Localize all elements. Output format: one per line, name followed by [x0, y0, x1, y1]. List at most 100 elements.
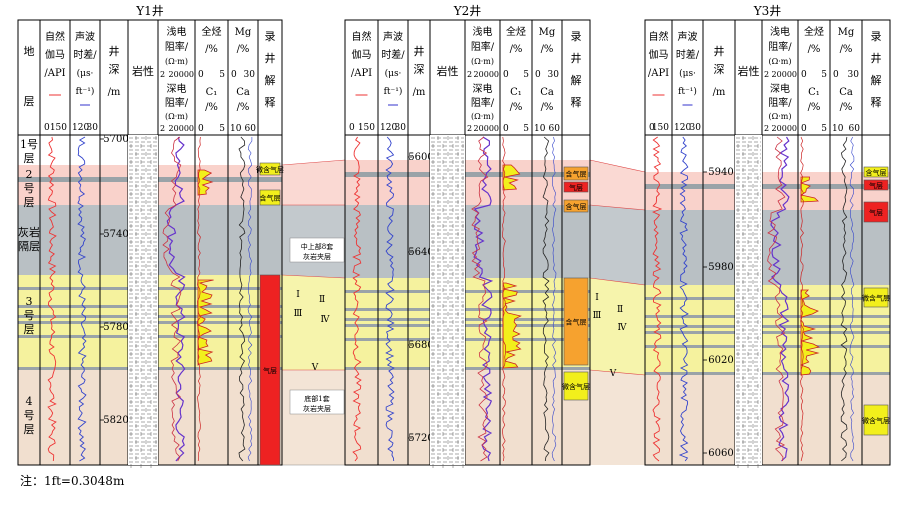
depth-tick: 5720 [408, 433, 433, 444]
depth-tick: 5820 [103, 415, 128, 426]
depth-tick: 6020 [708, 355, 733, 366]
annotation-box [289, 237, 345, 263]
scale-label: 150 [50, 123, 67, 133]
scale-label: 0 [198, 70, 204, 80]
header-mg: /% [840, 44, 853, 55]
layer-roman: Ⅴ [609, 369, 617, 379]
interp-label: 含气层 [260, 194, 281, 203]
annotation-box [289, 389, 345, 415]
correlation-line [281, 274, 346, 279]
zone-band [345, 370, 590, 465]
header-gr: 自然 [352, 30, 372, 43]
header-depth: /m [413, 87, 426, 98]
interp-box [259, 274, 281, 466]
header-ac: ft⁻¹) [384, 86, 403, 97]
interp-box [863, 404, 889, 436]
gr-curve [352, 136, 362, 462]
scale-label: 20000 [772, 70, 797, 79]
interp-label: 含气层 [866, 168, 887, 177]
scale-label: 0 [535, 70, 541, 80]
scale-label: 0 [649, 123, 655, 133]
header-depth: 井 [414, 44, 425, 58]
header-ac: 时差/ [381, 48, 405, 61]
interp-box [563, 166, 589, 181]
header-strata: 层 [24, 95, 35, 108]
header-gas: /% [808, 102, 821, 113]
scale-label: 30 [848, 70, 860, 80]
header-interp: 释 [265, 96, 276, 109]
scale-label: 0 [801, 70, 807, 80]
header-interp: 解 [571, 73, 582, 87]
scale-label: 20000 [474, 70, 499, 79]
header-ac: (μs· [679, 68, 696, 79]
interp-box [863, 179, 889, 191]
header-interp: 井 [871, 51, 882, 65]
header-res: 深电 [770, 82, 790, 95]
header-mg: Mg [539, 27, 556, 38]
correlation-band [590, 370, 645, 465]
header-depth: 井 [714, 44, 725, 58]
well-title: Y1井 [135, 4, 164, 18]
header-res: (Ω·m) [768, 57, 791, 66]
scale-label: 2 [160, 70, 165, 79]
header-res: (Ω·m) [471, 112, 494, 121]
header-res: (Ω·m) [471, 57, 494, 66]
lith-bg [735, 135, 762, 465]
interp-label: 微含气层 [862, 416, 890, 425]
scale-label: 0 [503, 124, 509, 134]
strata-label: 4 [26, 395, 33, 408]
scale-label: 5 [821, 124, 827, 134]
header-interp: 解 [871, 73, 882, 87]
header-gas: /% [205, 102, 218, 113]
well-3-bands [645, 135, 890, 465]
lith-bg [430, 135, 465, 465]
ac-curve [77, 136, 87, 462]
header-lith: 岩性 [738, 64, 760, 78]
c1-curve [502, 136, 506, 462]
header-interp: 井 [265, 51, 276, 65]
header-gas: /% [205, 44, 218, 55]
limestone-stripe [345, 338, 590, 341]
strata-label: 号 [24, 409, 35, 422]
limestone-stripe [345, 318, 590, 321]
header-ac: ft⁻¹) [678, 86, 697, 97]
zone-band [645, 172, 890, 210]
header-res: 深电 [167, 82, 187, 95]
interp-box [863, 166, 889, 178]
interp-label: 含气层 [566, 318, 587, 327]
scale-label: 2 [467, 70, 472, 79]
mg-curve [840, 136, 848, 462]
deep-res-curve [770, 136, 790, 462]
interp-label: 微含气层 [562, 382, 590, 391]
header-gas: C₁ [808, 87, 820, 98]
layer-roman: Ⅰ [296, 290, 300, 300]
header-mg: Ca [540, 87, 554, 98]
correlation-band [590, 160, 645, 210]
zone-band [345, 135, 590, 160]
header-gas: C₁ [510, 87, 522, 98]
scale-label: 0 [801, 124, 807, 134]
header-gr: /API [351, 68, 372, 79]
layer-roman: Ⅱ [319, 295, 325, 305]
header-mg: /% [237, 44, 250, 55]
mg-curve [542, 136, 550, 462]
correlation-band [590, 278, 645, 375]
limestone-stripe [645, 325, 890, 328]
strata-label: 3 [26, 295, 33, 308]
scale-label: 20000 [169, 70, 194, 79]
layer-roman: Ⅳ [618, 323, 628, 333]
header-mg: Ca [236, 87, 250, 98]
strata-label: 2 [26, 168, 33, 181]
header-res: 阻率/ [471, 96, 495, 109]
strata-label: 号 [24, 182, 35, 195]
header-mg: /% [237, 102, 250, 113]
header-res: 深电 [473, 82, 493, 95]
depth-tick: 5940 [708, 167, 733, 178]
header-mg: Mg [235, 27, 252, 38]
ac-curve [385, 136, 395, 462]
scale-label: 5 [523, 124, 529, 134]
header-ac: 声波 [75, 30, 95, 43]
scale-label: 5 [219, 70, 225, 80]
